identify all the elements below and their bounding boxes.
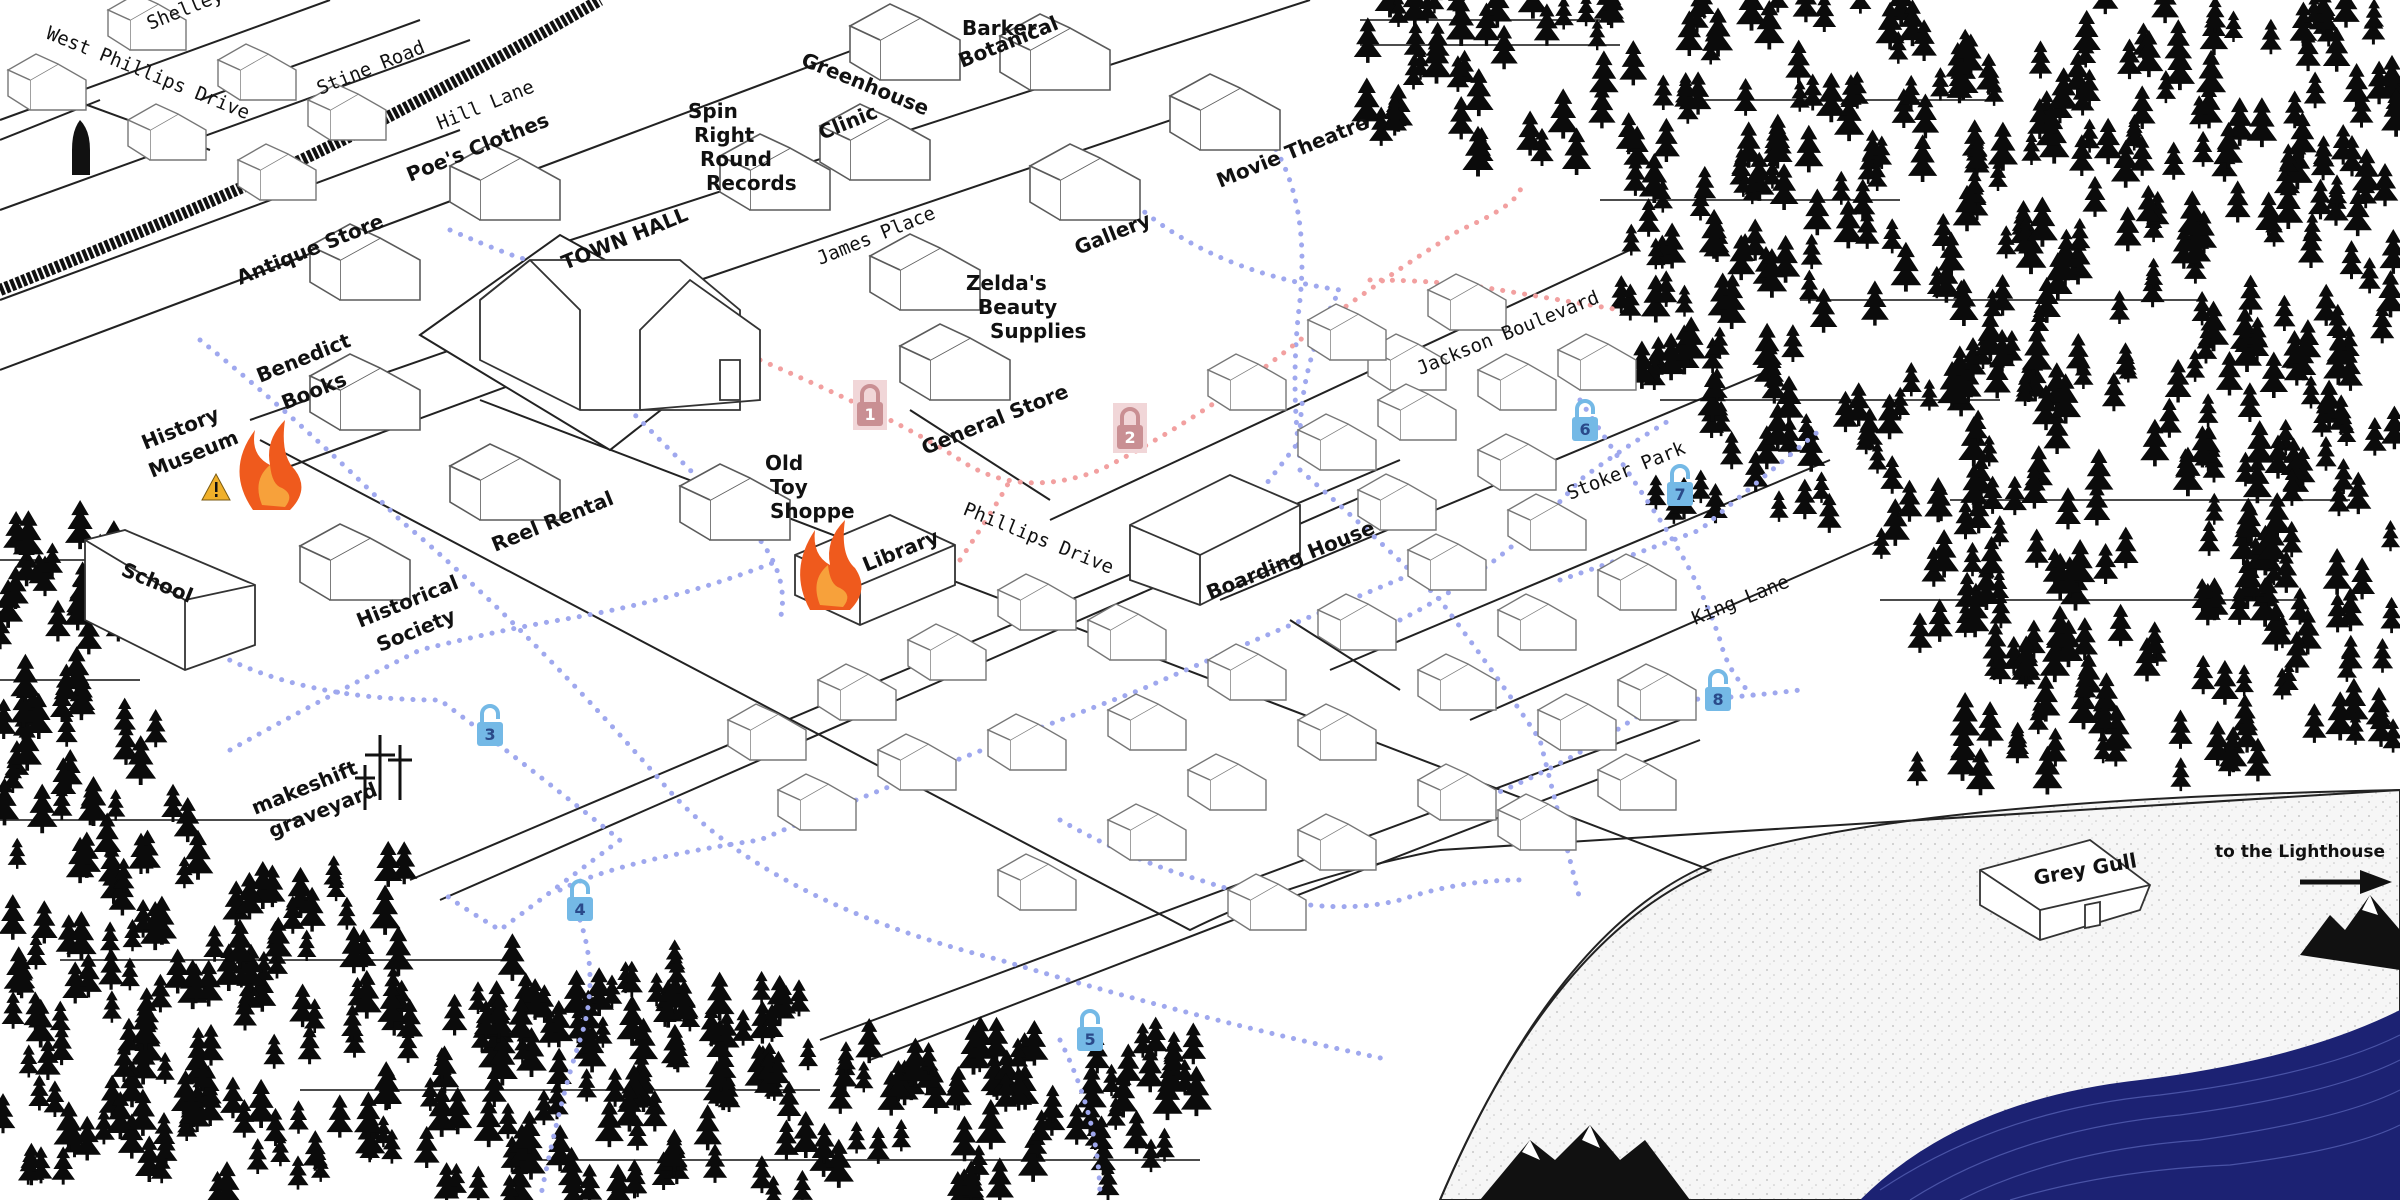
- lock-number: 1: [864, 405, 875, 424]
- unlock-icon: 6: [1570, 399, 1600, 443]
- unlock-icon: 7: [1665, 464, 1695, 508]
- lock-number: 4: [574, 900, 585, 919]
- cloaked-figure-icon: [72, 120, 90, 175]
- school-building: [84, 529, 256, 671]
- unlock-icon: 3: [475, 704, 505, 748]
- fire-icon: [239, 420, 302, 510]
- lock-icon: 1: [853, 380, 887, 430]
- label-old-toy-1: Old: [765, 451, 803, 475]
- label-zeldas-1: Zelda's: [966, 271, 1047, 295]
- lock-number: 2: [1124, 428, 1135, 447]
- label-spin-3: Round: [700, 147, 772, 171]
- label-spin-4: Records: [706, 171, 797, 195]
- hedge-row: [0, 0, 604, 296]
- lock-number: 6: [1579, 420, 1590, 439]
- town-hall-building: [479, 259, 761, 411]
- warning-icon: [201, 472, 231, 501]
- grave-cross-icon: [355, 735, 412, 810]
- unlock-icon: 4: [565, 879, 595, 923]
- lock-number: 3: [484, 725, 495, 744]
- label-to-the-lighthouse: to the Lighthouse: [2215, 842, 2385, 862]
- blue-paths: [197, 137, 1823, 1200]
- sea-water: [1860, 1010, 2400, 1200]
- label-old-toy-2: Toy: [770, 475, 808, 499]
- label-zeldas-3: Supplies: [990, 319, 1086, 343]
- unlock-icon: 8: [1703, 669, 1733, 713]
- lock-icon: 2: [1113, 403, 1147, 453]
- lock-number: 8: [1712, 690, 1723, 709]
- lock-number: 7: [1674, 485, 1685, 504]
- label-old-toy-3: Shoppe: [770, 499, 855, 523]
- unlock-icon: 5: [1075, 1009, 1105, 1053]
- lock-number: 5: [1084, 1030, 1095, 1049]
- grey-gull-building: [1979, 839, 2152, 941]
- fire-icon: [800, 520, 862, 610]
- boarding-house-building: [1129, 474, 1301, 606]
- lock-markers: 1 2 3 4 5 6 7 8: [475, 380, 1733, 1053]
- label-spin-1: Spin: [688, 99, 738, 123]
- arrow-right-icon: [2300, 870, 2392, 894]
- label-barker-1: Barker: [962, 16, 1037, 40]
- red-paths: [757, 177, 1623, 563]
- label-zeldas-2: Beauty: [978, 295, 1057, 319]
- label-spin-2: Right: [694, 123, 755, 147]
